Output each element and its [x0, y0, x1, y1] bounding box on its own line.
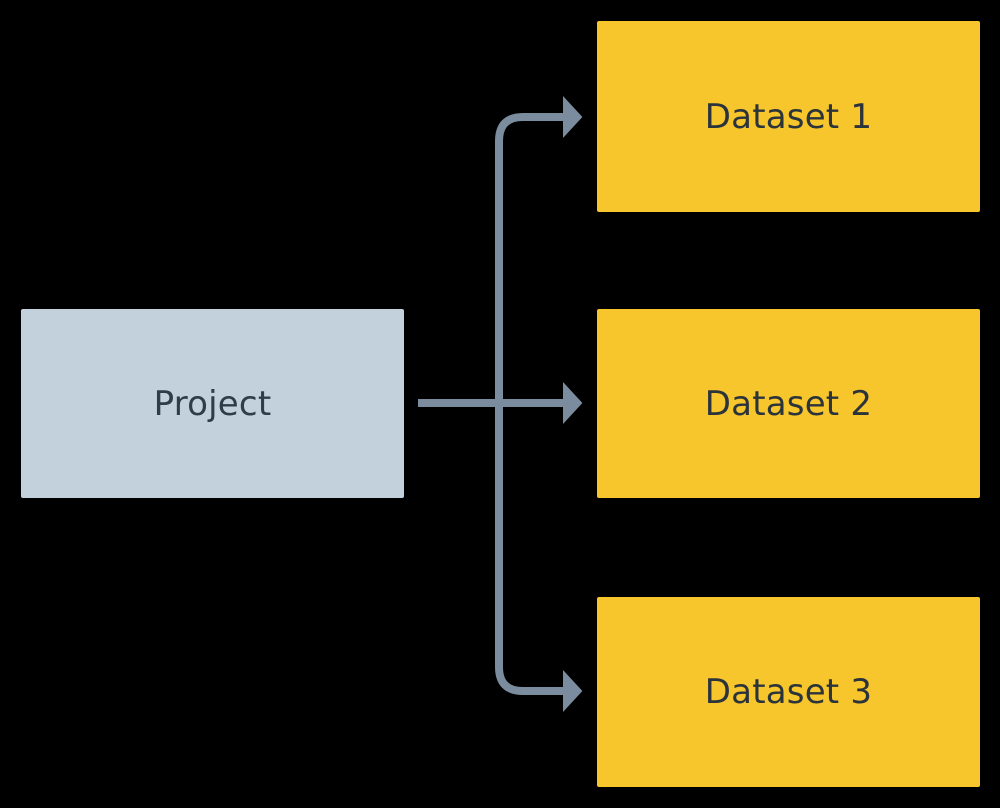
- edge-project-dataset-1: [495, 95, 583, 403]
- node-dataset-2-label: Dataset 2: [704, 383, 873, 424]
- node-dataset-2[interactable]: Dataset 2: [597, 309, 980, 498]
- node-dataset-3-label: Dataset 3: [704, 672, 873, 712]
- node-project-label: Project: [153, 383, 272, 424]
- node-project[interactable]: Project: [21, 309, 404, 498]
- node-dataset-1-label: Dataset 1: [704, 96, 873, 137]
- edge-project-dataset-3: [495, 403, 583, 713]
- node-dataset-3[interactable]: Dataset 3: [597, 597, 980, 787]
- node-dataset-1[interactable]: Dataset 1: [597, 21, 980, 212]
